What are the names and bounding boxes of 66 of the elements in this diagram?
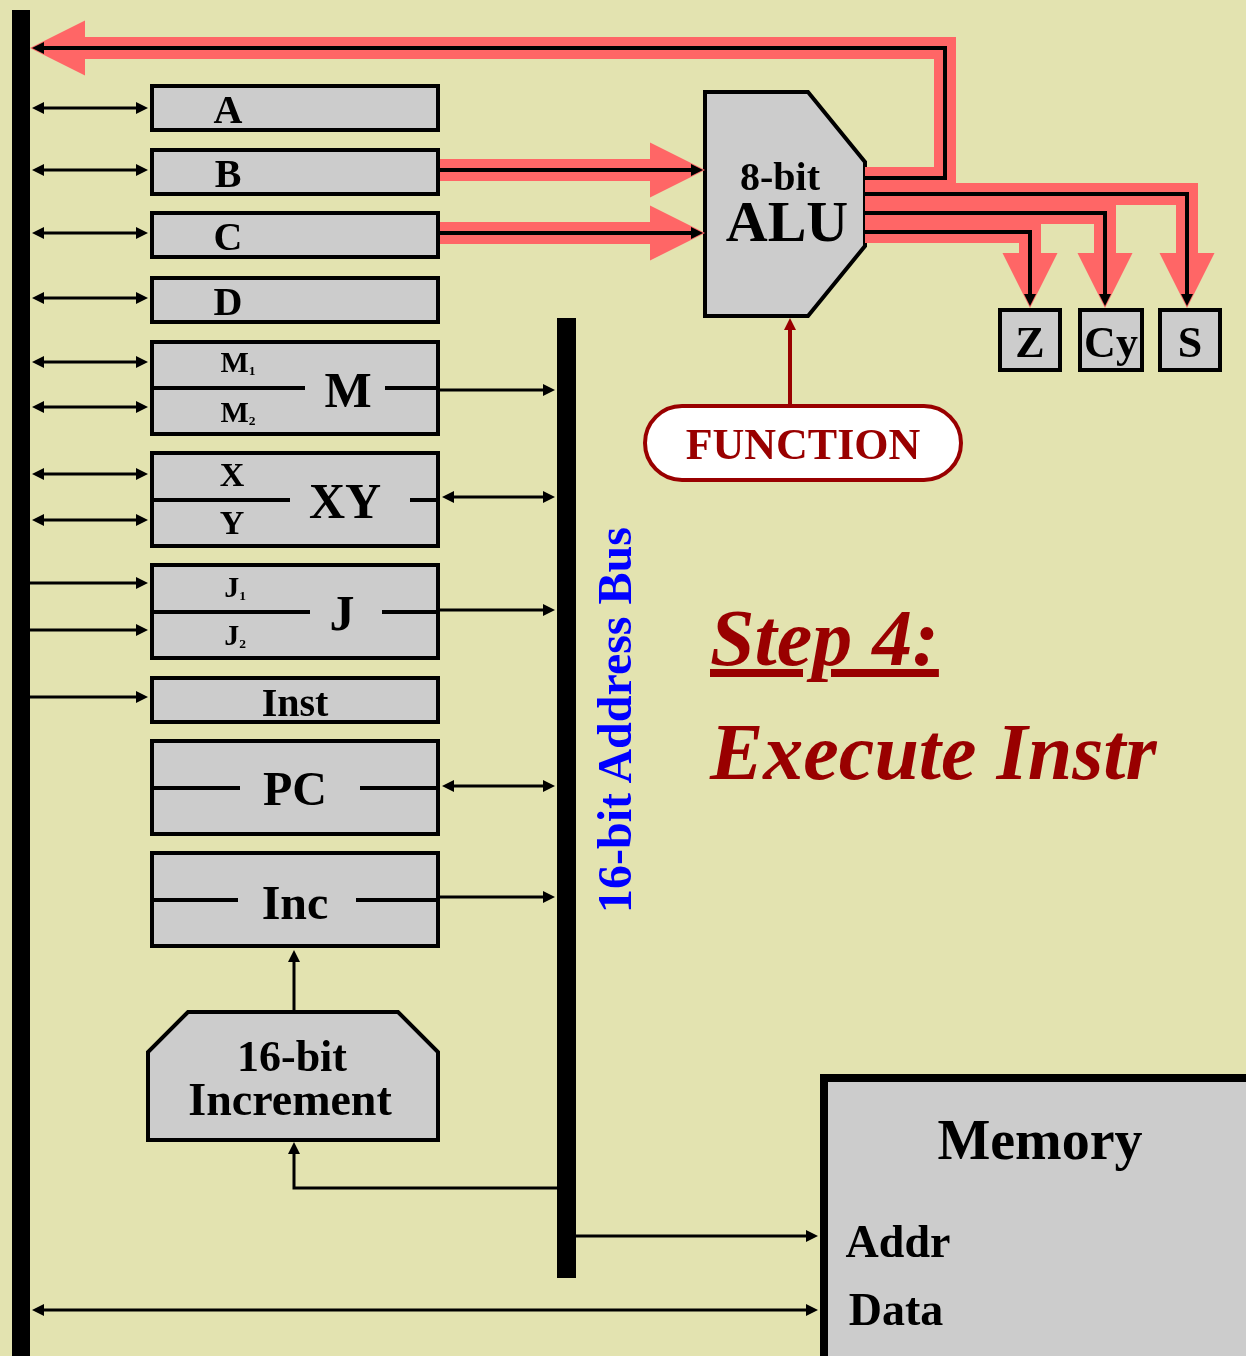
register-box — [150, 84, 440, 132]
arrow — [288, 950, 300, 1012]
arrow — [440, 604, 555, 616]
register-label: A — [213, 90, 243, 130]
register-label: J$_{1}$ — [224, 571, 246, 603]
arrow — [442, 780, 555, 792]
register-label: Inc — [261, 879, 329, 927]
arrow — [32, 164, 148, 176]
arrow — [30, 577, 148, 589]
register-box — [150, 148, 440, 196]
register-label: XY — [308, 476, 382, 526]
register-box — [150, 676, 440, 724]
register-label: M — [324, 365, 372, 415]
memory-label: Data — [848, 1287, 944, 1333]
flag-box — [998, 308, 1062, 372]
register-label: D — [213, 282, 243, 322]
wide-arrow — [865, 221, 1058, 308]
memory-block — [820, 1074, 1246, 1356]
unit-label: Increment — [188, 1077, 392, 1123]
data-bus-bar — [12, 10, 30, 1356]
bus-label: 16-bit Address Bus — [591, 527, 639, 913]
arrow — [784, 318, 796, 404]
register-label: Inst — [261, 683, 329, 723]
arrow — [32, 514, 148, 526]
register-label: M$_{2}$ — [220, 396, 256, 428]
memory-label: Addr — [845, 1219, 951, 1265]
wide-arrow — [440, 142, 705, 198]
register-box — [150, 851, 440, 948]
register-label: X — [219, 458, 245, 492]
register-label: B — [214, 154, 242, 194]
arrow — [440, 891, 555, 903]
flag-box — [1158, 308, 1222, 372]
arrow — [32, 102, 148, 114]
register-label: Z — [1015, 321, 1045, 365]
step-title: Execute Instr — [710, 712, 1157, 792]
register-label: Y — [219, 506, 245, 540]
wide-arrow — [440, 205, 705, 261]
arrow — [288, 1142, 557, 1190]
flag-box — [1078, 308, 1144, 372]
register-label: PC — [263, 765, 327, 813]
arrow — [30, 691, 148, 703]
register-box — [150, 739, 440, 836]
arrow — [32, 356, 148, 368]
unit-label: 16-bit — [237, 1035, 347, 1079]
arrow — [32, 468, 148, 480]
register-box — [150, 211, 440, 259]
arrow — [32, 292, 148, 304]
register-box — [150, 276, 440, 324]
function-label: FUNCTION — [685, 423, 921, 467]
register-box — [150, 340, 440, 436]
arrow — [32, 401, 148, 413]
register-label: J$_{2}$ — [224, 619, 246, 651]
arrow — [442, 491, 555, 503]
arrow — [576, 1230, 818, 1242]
register-label: M$_{1}$ — [220, 346, 256, 378]
arrow — [30, 624, 148, 636]
register-label: Cy — [1084, 321, 1138, 365]
register-label: J — [329, 588, 355, 638]
register-label: C — [213, 217, 243, 257]
register-label: S — [1177, 321, 1203, 365]
register-box — [150, 563, 440, 660]
arrow — [440, 384, 555, 396]
arrow — [32, 1304, 818, 1316]
wide-arrow — [865, 202, 1133, 308]
arrow — [32, 227, 148, 239]
register-box — [150, 451, 440, 548]
